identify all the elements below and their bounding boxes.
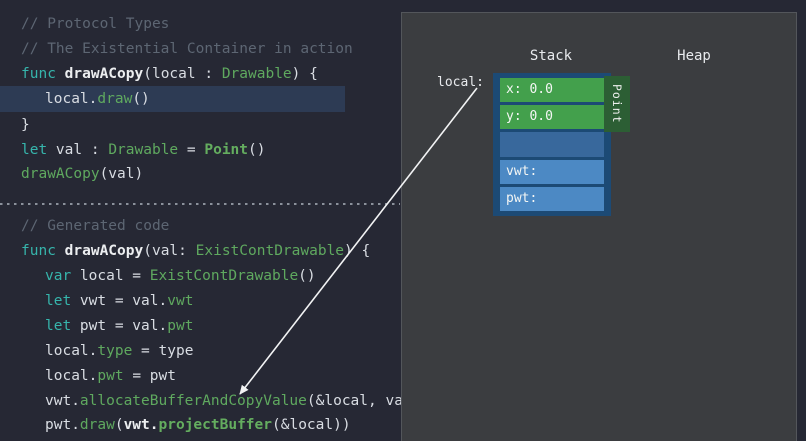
code-token: (val: bbox=[143, 243, 196, 259]
code-token: ( bbox=[114, 417, 124, 433]
code-token: pwt. bbox=[45, 417, 80, 433]
code-token: ExistContDrawable bbox=[195, 243, 345, 259]
code-token: vwt. bbox=[45, 393, 80, 409]
code-line: func drawACopy(local : Drawable) { bbox=[0, 61, 318, 87]
code-token: pwt bbox=[167, 318, 194, 334]
code-token: draw bbox=[79, 417, 115, 433]
code-line: var local = ExistContDrawable() bbox=[0, 263, 316, 289]
local-variable-label: local: bbox=[437, 75, 484, 90]
code-token: // The Existential Container in action bbox=[21, 41, 353, 57]
code-token: let bbox=[21, 142, 56, 158]
code-token: allocateBufferAndCopyValue bbox=[79, 393, 307, 409]
heap-column-label: Heap bbox=[677, 48, 711, 64]
code-line: // Generated code bbox=[0, 213, 169, 239]
code-token: = pwt bbox=[123, 368, 176, 384]
code-token: ExistContDrawable bbox=[149, 268, 299, 284]
stack-row-y: y: 0.0 bbox=[500, 105, 604, 129]
code-token: Drawable bbox=[108, 142, 179, 158]
code-line: let vwt = val.vwt bbox=[0, 288, 193, 314]
code-token: drawACopy bbox=[64, 243, 144, 259]
stack-row-x: x: 0.0 bbox=[500, 78, 604, 102]
code-token: (&local)) bbox=[272, 417, 351, 433]
stack-row-empty bbox=[500, 132, 604, 157]
code-token: var bbox=[45, 268, 80, 284]
code-line: pwt.draw(vwt.projectBuffer(&local)) bbox=[0, 412, 351, 438]
code-token: pwt bbox=[97, 368, 124, 384]
code-token: () bbox=[298, 268, 316, 284]
code-line: drawACopy(val) bbox=[0, 161, 143, 187]
code-token: (val) bbox=[99, 166, 144, 182]
stack-row-vwt: vwt: bbox=[500, 160, 604, 184]
code-token: val : bbox=[55, 142, 109, 158]
code-token: (local : bbox=[143, 66, 222, 82]
stack-column-label: Stack bbox=[529, 48, 573, 64]
code-token: func bbox=[21, 66, 65, 82]
code-line: // Protocol Types bbox=[0, 11, 169, 37]
code-line: func drawACopy(val: ExistContDrawable) { bbox=[0, 238, 370, 264]
stack-row-pwt: pwt: bbox=[500, 187, 604, 211]
code-token: local. bbox=[45, 91, 98, 107]
code-line: vwt.allocateBufferAndCopyValue(&local, v… bbox=[0, 388, 420, 414]
code-token: Point bbox=[204, 142, 249, 158]
code-token: vwt bbox=[167, 293, 194, 309]
code-token: ) { bbox=[291, 66, 318, 82]
code-token: () bbox=[248, 142, 266, 158]
code-token: drawACopy bbox=[21, 166, 100, 182]
code-token: local. bbox=[45, 368, 98, 384]
code-token: // Protocol Types bbox=[21, 16, 170, 32]
code-line: local.pwt = pwt bbox=[0, 363, 176, 389]
code-token: // Generated code bbox=[21, 218, 170, 234]
code-token: local. bbox=[45, 343, 98, 359]
code-line: local.type = type bbox=[0, 338, 193, 364]
point-type-tab: Point bbox=[604, 76, 630, 132]
code-token: func bbox=[21, 243, 65, 259]
code-token: ) { bbox=[344, 243, 371, 259]
code-line-highlighted: local.draw() bbox=[0, 86, 345, 112]
code-token: projectBuffer bbox=[158, 417, 273, 433]
code-line: let pwt = val.pwt bbox=[0, 313, 193, 339]
code-line: } bbox=[0, 112, 30, 138]
existential-container-frame: x: 0.0 y: 0.0 vwt: pwt: bbox=[493, 73, 611, 216]
code-token: let bbox=[45, 318, 80, 334]
code-token: vwt = val. bbox=[79, 293, 168, 309]
code-token: Drawable bbox=[221, 66, 292, 82]
code-token: type bbox=[97, 343, 133, 359]
code-token: let bbox=[45, 293, 80, 309]
code-line: let val : Drawable = Point() bbox=[0, 137, 265, 163]
code-token: local = bbox=[79, 268, 150, 284]
memory-diagram-panel: Stack Heap local: x: 0.0 y: 0.0 vwt: pwt… bbox=[401, 12, 797, 441]
code-token: pwt = val. bbox=[79, 318, 168, 334]
code-token: = type bbox=[132, 343, 194, 359]
code-token: vwt. bbox=[123, 417, 159, 433]
code-line: // The Existential Container in action bbox=[0, 36, 353, 62]
code-token: draw bbox=[97, 91, 133, 107]
code-token: } bbox=[21, 117, 30, 133]
code-token: = bbox=[178, 142, 205, 158]
code-token: () bbox=[132, 91, 150, 107]
code-token: drawACopy bbox=[64, 66, 144, 82]
